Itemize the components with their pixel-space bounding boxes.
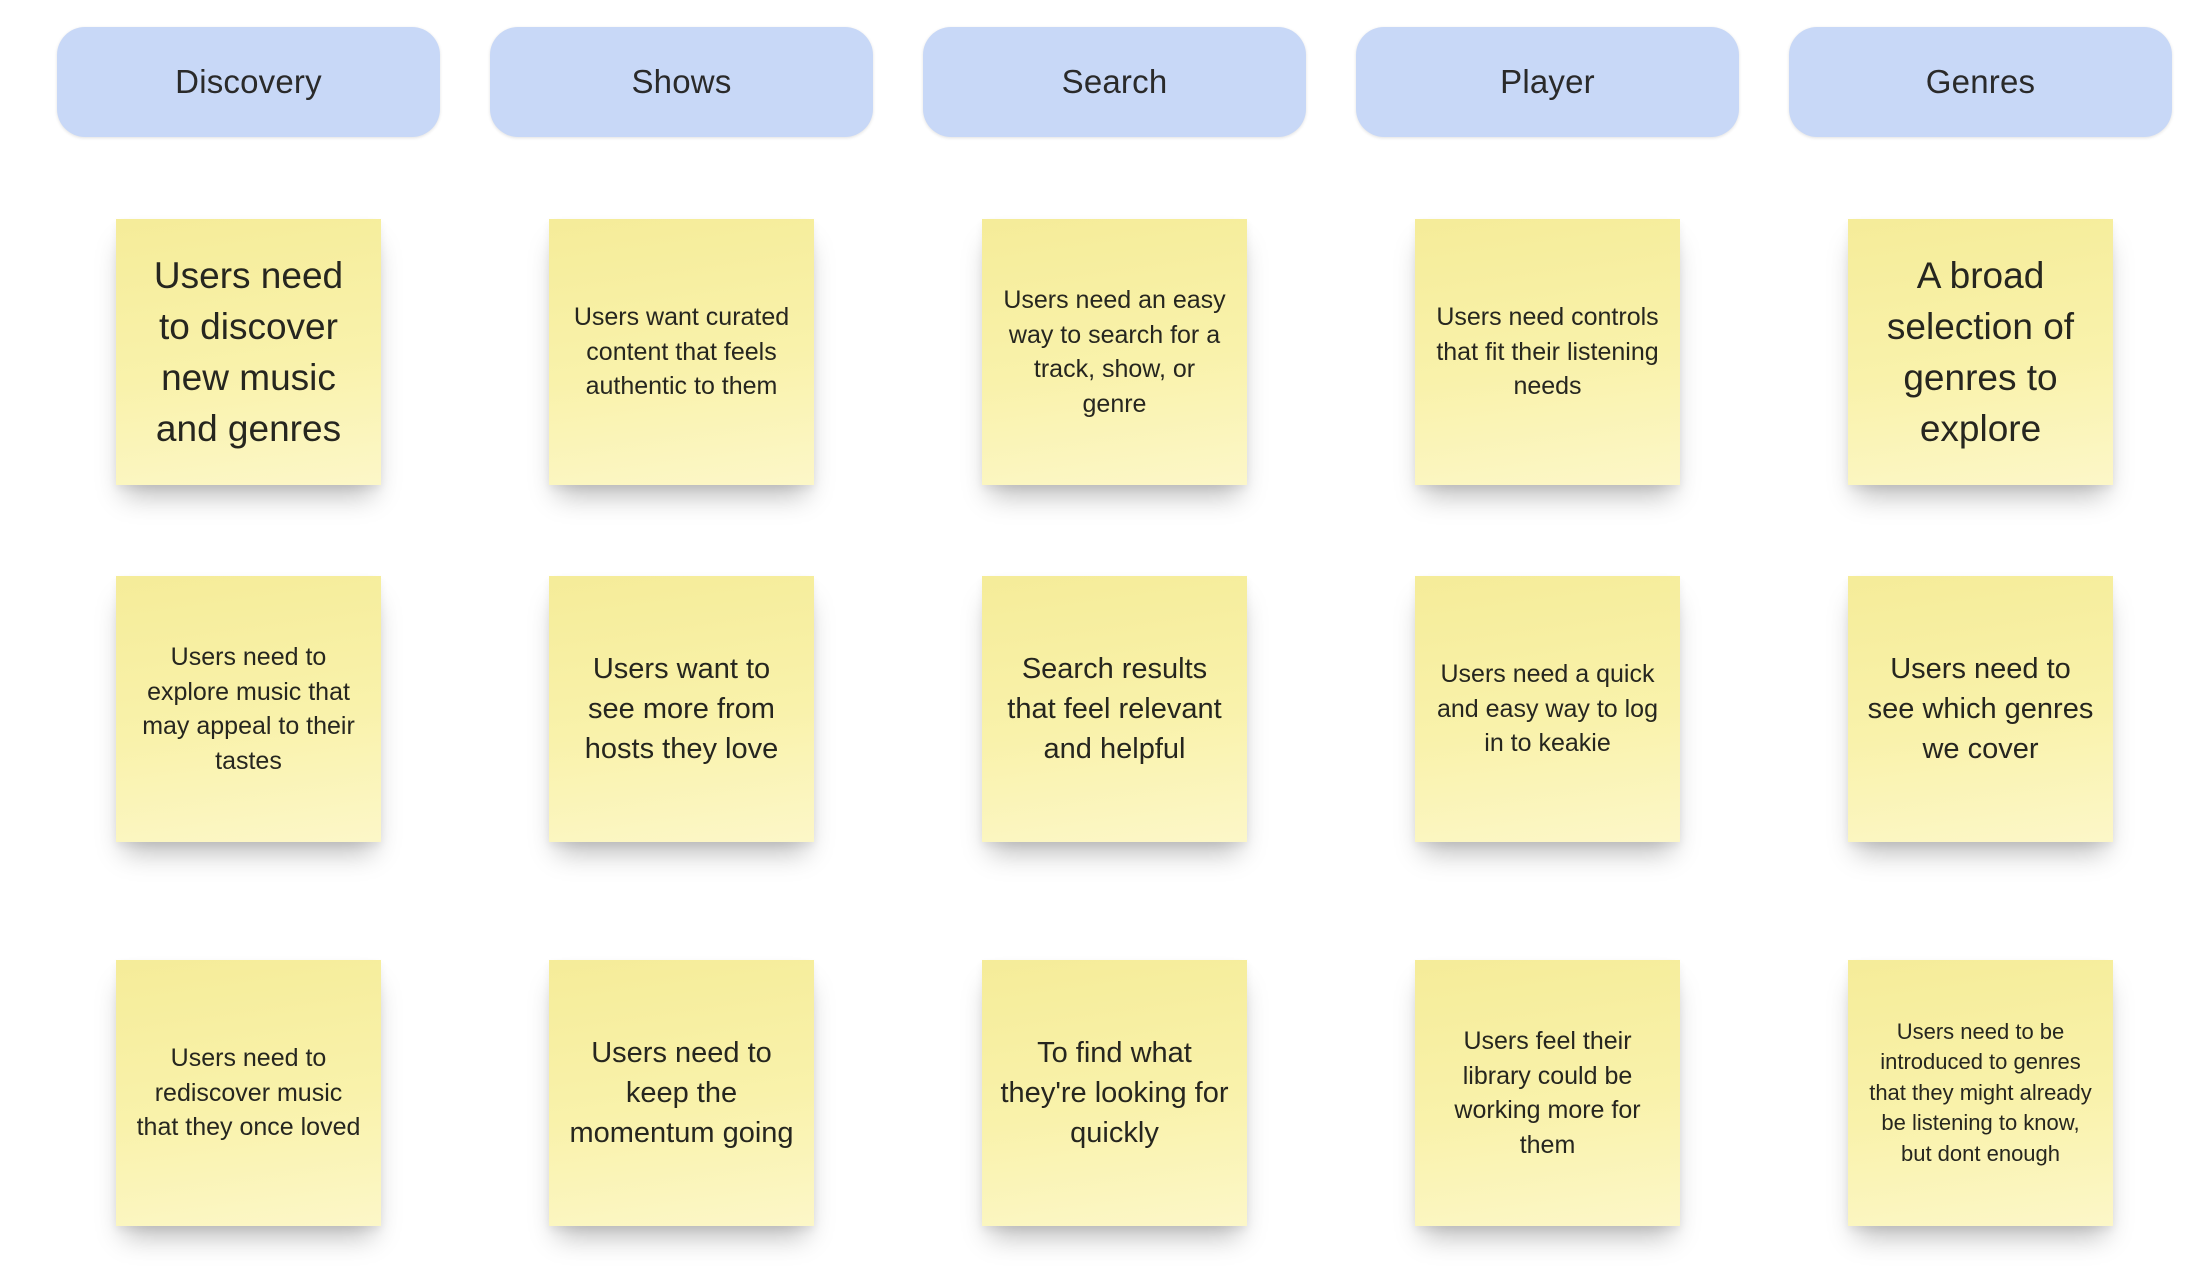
board-column: Genres A broad selection of genres to ex… [1789,0,2172,1286]
sticky-note-text: Users feel their library could be workin… [1454,1027,1641,1159]
board-column: Shows Users want curated content that fe… [490,0,873,1286]
sticky-note-text: Users want to see more from hosts they l… [584,652,779,765]
sticky-note-text: Search results that feel relevant and he… [1007,652,1222,765]
column-header[interactable]: Shows [490,27,873,137]
sticky-note[interactable]: Users need a quick and easy way to log i… [1415,576,1680,842]
column-title: Genres [1925,63,2036,100]
sticky-note[interactable]: Users need to be introduced to genres th… [1848,960,2113,1226]
sticky-note-text: Users need to keep the momentum going [569,1036,794,1149]
sticky-note[interactable]: Users need controls that fit their liste… [1415,219,1680,485]
sticky-note[interactable]: Search results that feel relevant and he… [982,576,1247,842]
sticky-note[interactable]: Users need to explore music that may app… [116,576,381,842]
sticky-note[interactable]: Users need an easy way to search for a t… [982,219,1247,485]
sticky-note[interactable]: Users need to keep the momentum going [549,960,814,1226]
sticky-note-text: A broad selection of genres to explore [1886,254,2075,450]
sticky-note[interactable]: Users feel their library could be workin… [1415,960,1680,1226]
sticky-note[interactable]: Users want curated content that feels au… [549,219,814,485]
sticky-note-text: Users need to see which genres we cover [1867,652,2094,765]
column-header[interactable]: Player [1356,27,1739,137]
column-title: Shows [631,63,732,100]
column-header[interactable]: Genres [1789,27,2172,137]
sticky-note[interactable]: A broad selection of genres to explore [1848,219,2113,485]
board-column: Search Users need an easy way to search … [923,0,1306,1286]
column-header[interactable]: Search [923,27,1306,137]
column-title: Player [1500,63,1595,100]
sticky-note-text: To find what they're looking for quickly [1000,1036,1229,1149]
sticky-note-text: Users want curated content that feels au… [573,303,790,401]
sticky-note-text: Users need controls that fit their liste… [1436,303,1659,401]
board-column: Discovery Users need to discover new mus… [57,0,440,1286]
column-title: Search [1061,63,1168,100]
column-header[interactable]: Discovery [57,27,440,137]
column-title: Discovery [175,63,322,100]
sticky-note-text: Users need to be introduced to genres th… [1869,1019,2092,1166]
sticky-note[interactable]: Users need to see which genres we cover [1848,576,2113,842]
sticky-note-text: Users need to explore music that may app… [142,643,355,775]
sticky-note-text: Users need to rediscover music that they… [136,1044,361,1142]
sticky-note[interactable]: Users need to discover new music and gen… [116,219,381,485]
sticky-note-text: Users need an easy way to search for a t… [1003,286,1226,418]
sticky-note[interactable]: Users want to see more from hosts they l… [549,576,814,842]
sticky-note[interactable]: To find what they're looking for quickly [982,960,1247,1226]
sticky-note-text: Users need a quick and easy way to log i… [1437,660,1658,758]
sticky-note[interactable]: Users need to rediscover music that they… [116,960,381,1226]
sticky-note-text: Users need to discover new music and gen… [153,254,344,450]
board-column: Player Users need controls that fit thei… [1356,0,1739,1286]
